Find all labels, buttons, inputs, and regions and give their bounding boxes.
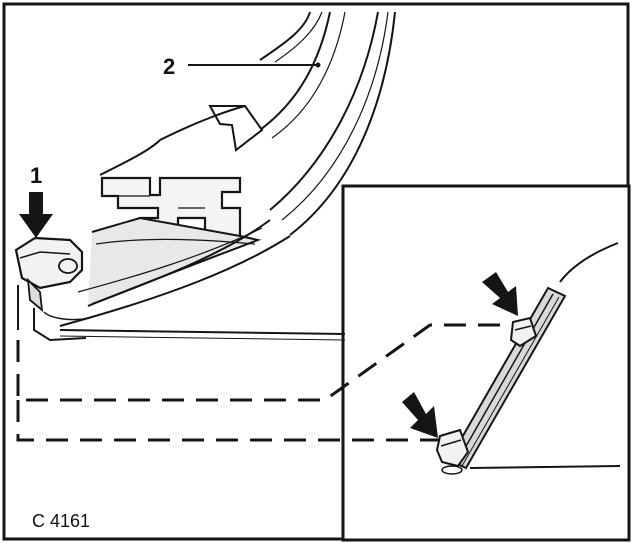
callout-2-label: 2 [163,54,175,79]
inset-body-contour [559,242,619,283]
dashed-connectors [16,323,512,442]
inset-border [341,184,631,542]
callout-2-dot [315,62,321,68]
rail-profile [59,11,396,327]
body-edge-line [59,329,346,335]
dashed-connector-lower [16,400,440,442]
arrow-icon [19,192,53,238]
inset-body-lower-line [469,465,621,469]
callout-1-label: 1 [30,163,42,188]
inset-panel [341,184,631,542]
inset-upper-clip [509,316,538,348]
inset-lower-clip [435,428,470,475]
body-edge-line-2 [59,335,346,341]
dashed-connector-upper [16,323,512,402]
retaining-clip [14,236,91,342]
arrow-icon [482,272,518,316]
arrow-icon [402,392,438,438]
figure-code: C 4161 [32,511,90,531]
